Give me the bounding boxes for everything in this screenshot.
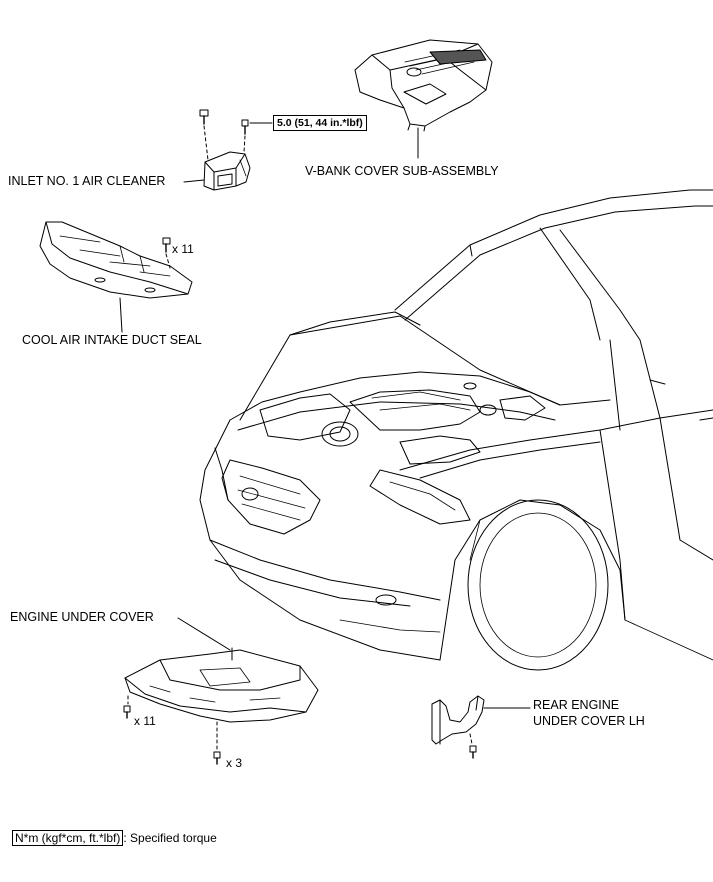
label-engine-under-cover: ENGINE UNDER COVER — [10, 610, 154, 624]
legend-description: : Specified torque — [123, 831, 217, 845]
vehicle-illustration — [199, 189, 713, 671]
torque-spec-box: 5.0 (51, 44 in.*lbf) — [273, 115, 367, 131]
rear-under-cover-illustration — [431, 695, 531, 759]
label-v-bank-cover: V-BANK COVER SUB-ASSEMBLY — [305, 164, 499, 178]
inlet-air-cleaner-illustration — [183, 109, 273, 191]
label-rear-under-cover-line1: REAR ENGINE — [533, 698, 620, 712]
engine-under-cover-illustration — [123, 617, 319, 765]
label-rear-under-cover-line2: UNDER COVER LH — [533, 714, 645, 728]
v-bank-cover-illustration — [354, 39, 493, 159]
qty-under-cover-bolts: x 3 — [226, 756, 243, 770]
cool-air-duct-seal-illustration — [39, 221, 193, 333]
legend-unit-box: N*m (kgf*cm, ft.*lbf) — [12, 830, 124, 846]
qty-seal-clips: x 11 — [172, 242, 194, 256]
label-cool-air-seal: COOL AIR INTAKE DUCT SEAL — [22, 333, 202, 347]
torque-legend: N*m (kgf*cm, ft.*lbf): Specified torque — [12, 830, 217, 846]
qty-under-cover-clips: x 11 — [134, 714, 156, 728]
label-inlet-air-cleaner: INLET NO. 1 AIR CLEANER — [8, 174, 166, 188]
